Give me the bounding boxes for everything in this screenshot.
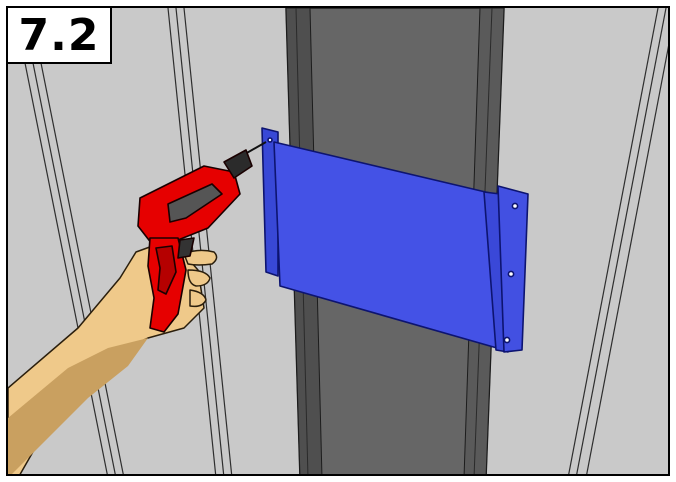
assembly-scene xyxy=(8,8,670,476)
step-number-badge: 7.2 xyxy=(8,8,112,64)
illustration-frame: 7.2 xyxy=(6,6,670,476)
step-number: 7.2 xyxy=(19,10,100,61)
